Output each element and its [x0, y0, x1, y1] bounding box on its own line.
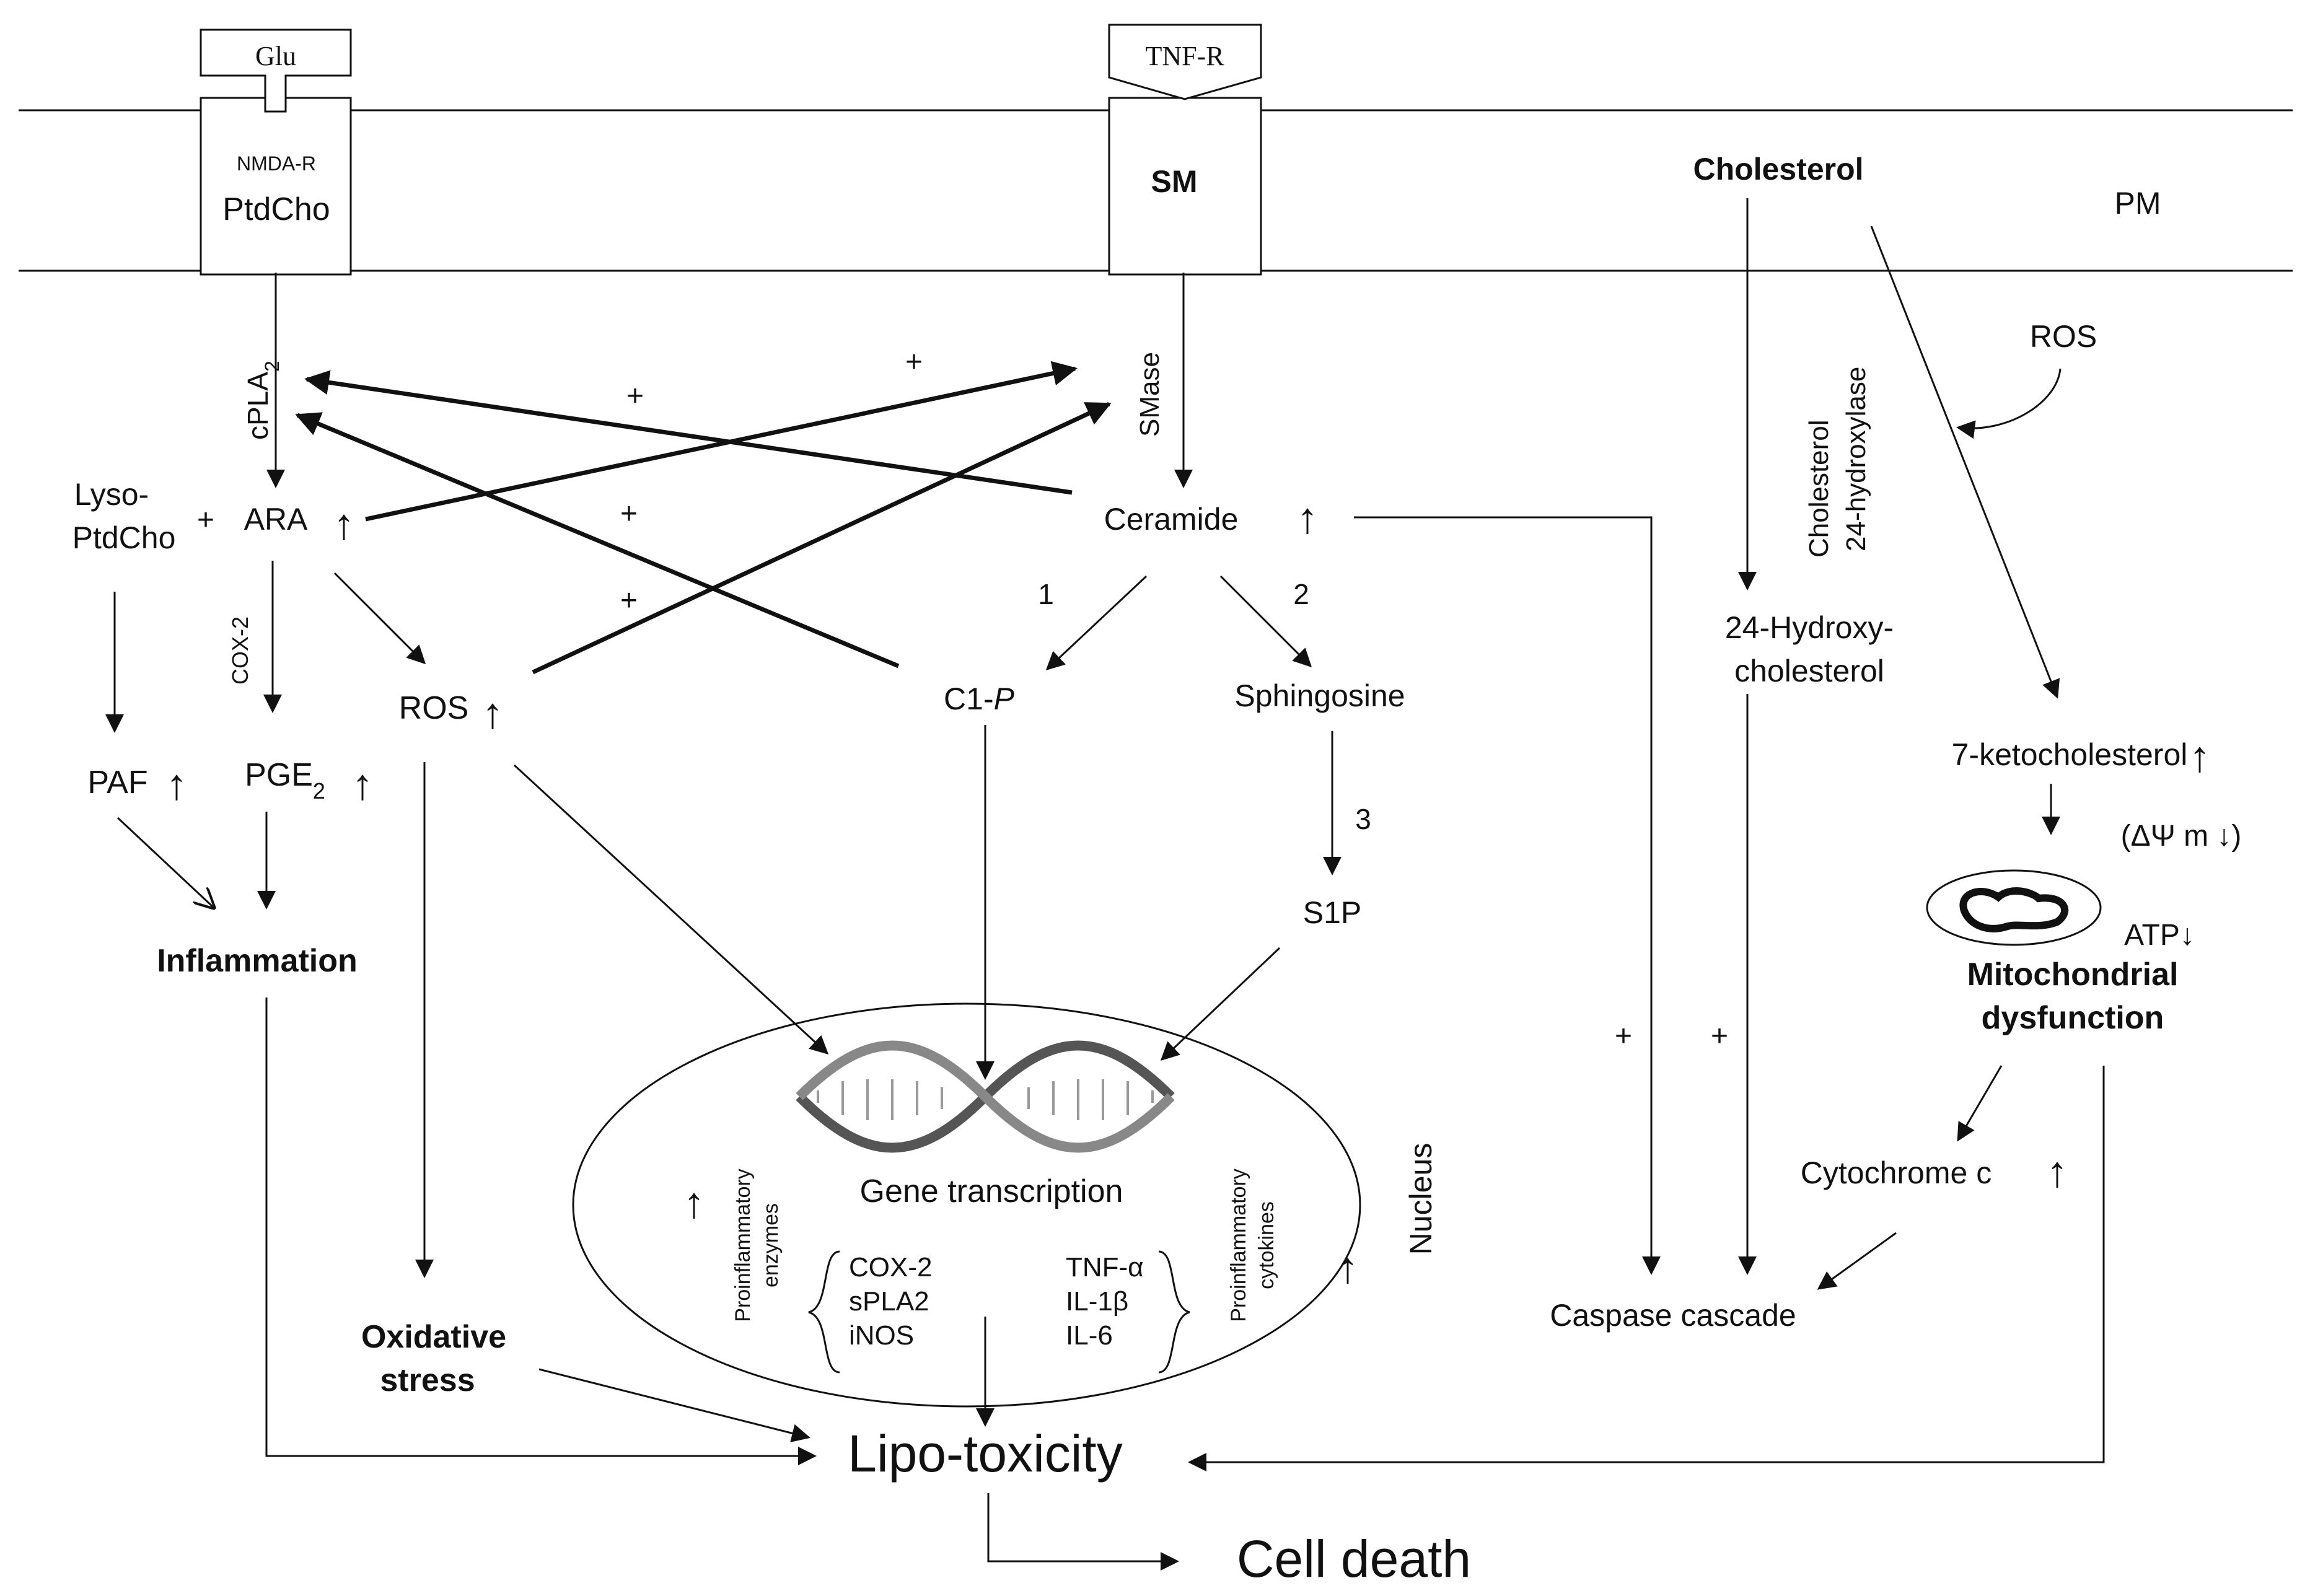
- ros-right-label: ROS: [2030, 319, 2097, 354]
- enzymes-group-label-1: Proinflammatory: [731, 1168, 755, 1322]
- ptdcho-label: PtdCho: [222, 191, 330, 227]
- enzyme-item: sPLA2: [849, 1286, 929, 1317]
- pge2-label: PGE2: [245, 757, 325, 804]
- sphingosine-label: Sphingosine: [1234, 678, 1405, 713]
- pm-label: PM: [2115, 186, 2161, 221]
- ara-label: ARA: [244, 502, 308, 537]
- paf-label: PAF: [87, 765, 147, 800]
- tnf-r-label: TNF-R: [1145, 41, 1224, 71]
- c1p-label: C1-P: [944, 682, 1015, 716]
- tnf-receptor: [1108, 24, 1262, 276]
- nmda-receptor: [200, 28, 352, 276]
- dna-helix-icon: [796, 1040, 1175, 1153]
- plus-sign: +: [905, 346, 923, 379]
- plus-sign: +: [1615, 1020, 1632, 1053]
- cytokine-item: IL-6: [1066, 1320, 1113, 1351]
- lyso-ptdcho-label-1: Lyso-: [74, 477, 149, 512]
- cholesterol-label: Cholesterol: [1693, 152, 1863, 186]
- ceramide-up-arrow: ↑: [1297, 494, 1319, 542]
- inflammation-label: Inflammation: [157, 943, 358, 979]
- plus-sign: +: [1711, 1020, 1728, 1053]
- ceramide-label: Ceramide: [1104, 502, 1239, 537]
- keto-chol-label: 7-ketocholesterol: [1952, 737, 2188, 772]
- delta-psi-label: (ΔΨ m ↓): [2121, 820, 2242, 853]
- pge2-up-arrow: ↑: [352, 760, 374, 809]
- cytokines-brace: [1158, 1250, 1190, 1374]
- ara-up-arrow: ↑: [333, 500, 355, 548]
- nucleus-outline: [572, 1002, 1361, 1408]
- cox2-label: COX-2: [227, 616, 253, 685]
- ros-label: ROS: [399, 690, 469, 726]
- cytokines-up-arrow: ↑: [1337, 1243, 1359, 1292]
- smase-label: SMase: [1135, 352, 1165, 437]
- step-2: 2: [1293, 578, 1309, 610]
- cytokine-item: IL-1β: [1066, 1286, 1128, 1317]
- mito-label-1: Mitochondrial: [1967, 957, 2179, 993]
- ros-up-arrow: ↑: [482, 689, 504, 737]
- glu-text: Glu: [255, 41, 296, 71]
- enzymes-brace: [808, 1250, 840, 1374]
- hydroxy-chol-label-1: 24-Hydroxy-: [1725, 610, 1894, 645]
- oxidative-label-1: Oxidative: [361, 1319, 506, 1355]
- sm-label: SM: [1151, 164, 1198, 199]
- cytochrome-up-arrow: ↑: [2047, 1147, 2068, 1196]
- cytochrome-label: Cytochrome c: [1801, 1155, 1992, 1190]
- lipotoxicity-label: Lipo-toxicity: [848, 1424, 1123, 1483]
- plus-sign: +: [626, 380, 644, 413]
- cytokine-item: TNF-α: [1066, 1252, 1144, 1282]
- cytokines-group-label-1: Proinflammatory: [1227, 1168, 1250, 1322]
- enzymes-up-arrow: ↑: [683, 1178, 705, 1227]
- enzyme-item: COX-2: [849, 1252, 932, 1282]
- keto-up-arrow: ↑: [2189, 732, 2211, 781]
- atp-label: ATP↓: [2124, 919, 2195, 952]
- cpla2-label: cPLA2: [242, 361, 283, 440]
- nucleus-label: Nucleus: [1403, 1143, 1438, 1255]
- hydroxy-chol-label-2: cholesterol: [1734, 654, 1884, 688]
- nmda-r-label: NMDA-R: [237, 152, 316, 175]
- mito-label-2: dysfunction: [1982, 1000, 2164, 1036]
- glu-label: Glu: [255, 41, 296, 71]
- paf-up-arrow: ↑: [166, 760, 188, 809]
- enzymes-group-label-2: enzymes: [759, 1203, 783, 1287]
- enzyme-item: iNOS: [849, 1320, 914, 1351]
- cell-death-label: Cell death: [1237, 1530, 1471, 1588]
- chol-hydroxylase-label-2: 24-hydroxylase: [1841, 367, 1871, 551]
- step-1: 1: [1038, 578, 1054, 610]
- mitochondrion-icon: [1926, 869, 2102, 946]
- caspase-label: Caspase cascade: [1550, 1298, 1796, 1333]
- lyso-ptdcho-label-2: PtdCho: [72, 520, 176, 555]
- chol-hydroxylase-label-1: Cholesterol: [1804, 419, 1834, 558]
- plus-lyso: +: [197, 504, 214, 537]
- pathway-arrows: [105, 198, 2105, 1571]
- cytokines-group-label-2: cytokines: [1255, 1201, 1278, 1289]
- plus-sign: +: [620, 584, 638, 617]
- plus-sign: +: [620, 498, 638, 530]
- s1p-label: S1P: [1303, 895, 1362, 930]
- step-3: 3: [1355, 803, 1371, 835]
- oxidative-label-2: stress: [380, 1362, 475, 1398]
- gene-transcription-label: Gene transcription: [860, 1173, 1123, 1209]
